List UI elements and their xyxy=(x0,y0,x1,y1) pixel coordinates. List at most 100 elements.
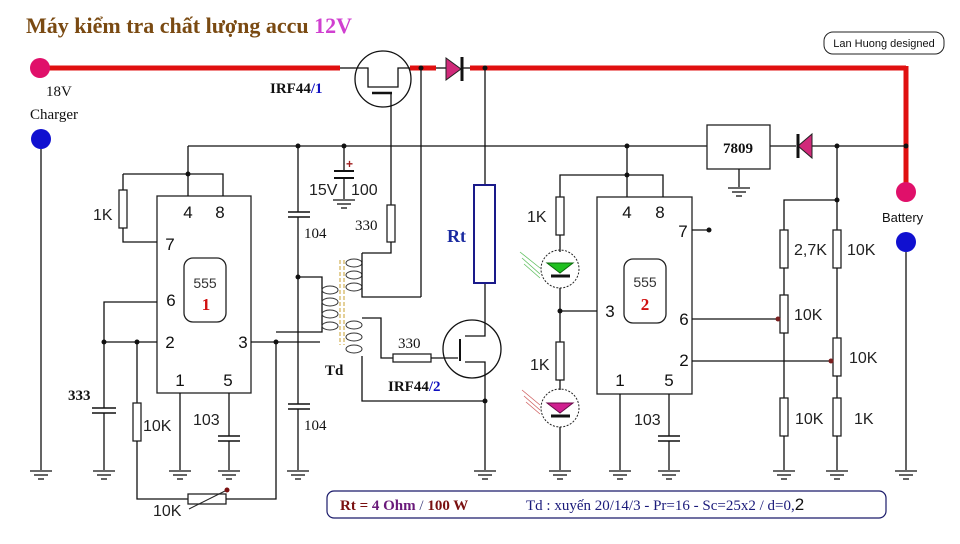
svg-text:10K: 10K xyxy=(143,418,172,435)
svg-text:10K: 10K xyxy=(847,242,876,259)
regulator-7809: 7809 xyxy=(706,124,771,197)
charger-label: Charger xyxy=(30,107,78,123)
svg-text:4: 4 xyxy=(183,203,192,222)
credit-badge: Lan Huong designed xyxy=(823,31,945,55)
resistor-1k-right-bottom xyxy=(832,397,842,437)
load-label: Rt xyxy=(447,226,466,246)
charger-negative-terminal[interactable] xyxy=(31,129,51,149)
diode-main-icon xyxy=(445,57,464,81)
spec-rt: Rt = 4 Ohm / 100 W xyxy=(340,498,468,514)
ground-icon xyxy=(549,470,571,480)
ground-icon xyxy=(658,470,680,480)
svg-text:1: 1 xyxy=(175,371,184,390)
svg-text:15V: 15V xyxy=(309,182,338,199)
svg-text:2: 2 xyxy=(679,351,688,370)
ground-icon xyxy=(773,470,795,480)
resistor-330-gate2 xyxy=(392,353,432,363)
svg-text:103: 103 xyxy=(634,412,661,429)
mosfet-1 xyxy=(354,50,412,205)
svg-text:5: 5 xyxy=(223,371,232,390)
svg-text:6: 6 xyxy=(166,291,175,310)
ground-icon xyxy=(333,199,355,209)
ground-icon xyxy=(609,470,631,480)
ic-555-2: 555 2 4 8 7 3 6 2 1 5 xyxy=(596,196,693,395)
ground-icon xyxy=(93,470,115,480)
svg-text:1: 1 xyxy=(615,371,624,390)
resistor-1k-ic1 xyxy=(118,189,128,229)
ground-icon xyxy=(826,470,848,480)
capacitor-333 xyxy=(92,407,116,414)
resistor-10k-right-top xyxy=(832,229,842,269)
ground-icon xyxy=(474,470,496,480)
svg-text:8: 8 xyxy=(655,203,664,222)
svg-text:2: 2 xyxy=(641,295,650,314)
svg-text:2,7K: 2,7K xyxy=(794,242,827,259)
battery-negative-terminal[interactable] xyxy=(896,232,916,252)
resistor-10k-left-bottom xyxy=(779,397,789,437)
ground-icon xyxy=(169,470,191,480)
capacitor-100uf xyxy=(334,170,354,179)
resistor-10k-ic1 xyxy=(132,402,142,442)
svg-text:5: 5 xyxy=(664,371,673,390)
svg-text:8: 8 xyxy=(215,203,224,222)
svg-text:1K: 1K xyxy=(854,411,874,428)
ground-icon xyxy=(287,470,309,480)
title: Máy kiểm tra chất lượng accu 12V xyxy=(26,13,352,38)
resistor-1k-led-green xyxy=(555,196,565,236)
svg-text:3: 3 xyxy=(605,302,614,321)
resistor-330-gate1 xyxy=(386,204,396,243)
capacitor-104-bottom xyxy=(288,403,310,410)
svg-text:1K: 1K xyxy=(530,357,550,374)
svg-text:104: 104 xyxy=(304,226,327,242)
svg-text:330: 330 xyxy=(398,336,421,352)
charger-voltage-label: 18V xyxy=(46,84,72,100)
potentiometer-10k-right[interactable] xyxy=(832,337,842,377)
transformer-td xyxy=(276,253,485,402)
credit-text: Lan Huong designed xyxy=(833,38,935,50)
mosfet-1-label: IRF44/1 xyxy=(270,81,323,97)
svg-text:555: 555 xyxy=(633,274,657,290)
diode-regulator-icon xyxy=(796,132,813,160)
svg-text:1K: 1K xyxy=(93,207,113,224)
transformer-label: Td xyxy=(325,363,344,379)
ground-icon xyxy=(895,470,917,480)
load-resistor-rt xyxy=(473,184,496,284)
svg-text:10K: 10K xyxy=(849,350,878,367)
svg-text:1K: 1K xyxy=(527,209,547,226)
svg-text:555: 555 xyxy=(193,275,217,291)
title-main: Máy kiểm tra chất lượng accu xyxy=(26,13,314,38)
svg-text:1: 1 xyxy=(202,295,211,314)
regulator-label: 7809 xyxy=(723,141,753,157)
svg-text:100: 100 xyxy=(351,182,378,199)
capacitor-104-top xyxy=(288,211,310,218)
charger-positive-terminal[interactable] xyxy=(30,58,50,78)
potentiometer-10k-left[interactable] xyxy=(779,294,789,334)
ground-icon xyxy=(218,470,240,480)
svg-text:103: 103 xyxy=(193,412,220,429)
resistor-2-7k xyxy=(779,229,789,269)
potentiometer-10k-ic1[interactable] xyxy=(187,487,230,510)
resistor-1k-led-red xyxy=(555,341,565,381)
spec-td: Td : xuyến 20/14/3 - Pr=16 - Sc=25x2 / d… xyxy=(526,495,804,514)
svg-text:4: 4 xyxy=(622,203,631,222)
mosfet-2 xyxy=(431,283,502,470)
ic-555-1: 555 1 4 8 7 6 2 3 1 5 xyxy=(156,195,252,394)
mosfet-2-label: IRF44/2 xyxy=(388,379,441,395)
svg-text:3: 3 xyxy=(238,333,247,352)
battery-positive-terminal[interactable] xyxy=(896,182,916,202)
spec-box: Rt = 4 Ohm / 100 W Td : xuyến 20/14/3 - … xyxy=(326,490,887,519)
svg-text:10K: 10K xyxy=(795,411,824,428)
ground-icon xyxy=(728,187,750,197)
svg-text:7: 7 xyxy=(165,235,174,254)
ground-icon xyxy=(30,470,52,480)
svg-text:10K: 10K xyxy=(794,307,823,324)
led-red-icon xyxy=(521,388,580,428)
svg-text:6: 6 xyxy=(679,310,688,329)
svg-text:104: 104 xyxy=(304,418,327,434)
capacitor-103-ic2 xyxy=(658,435,680,442)
title-voltage: 12V xyxy=(314,13,352,38)
svg-text:10K: 10K xyxy=(153,503,182,520)
svg-text:+: + xyxy=(346,157,353,171)
svg-text:7: 7 xyxy=(678,222,687,241)
